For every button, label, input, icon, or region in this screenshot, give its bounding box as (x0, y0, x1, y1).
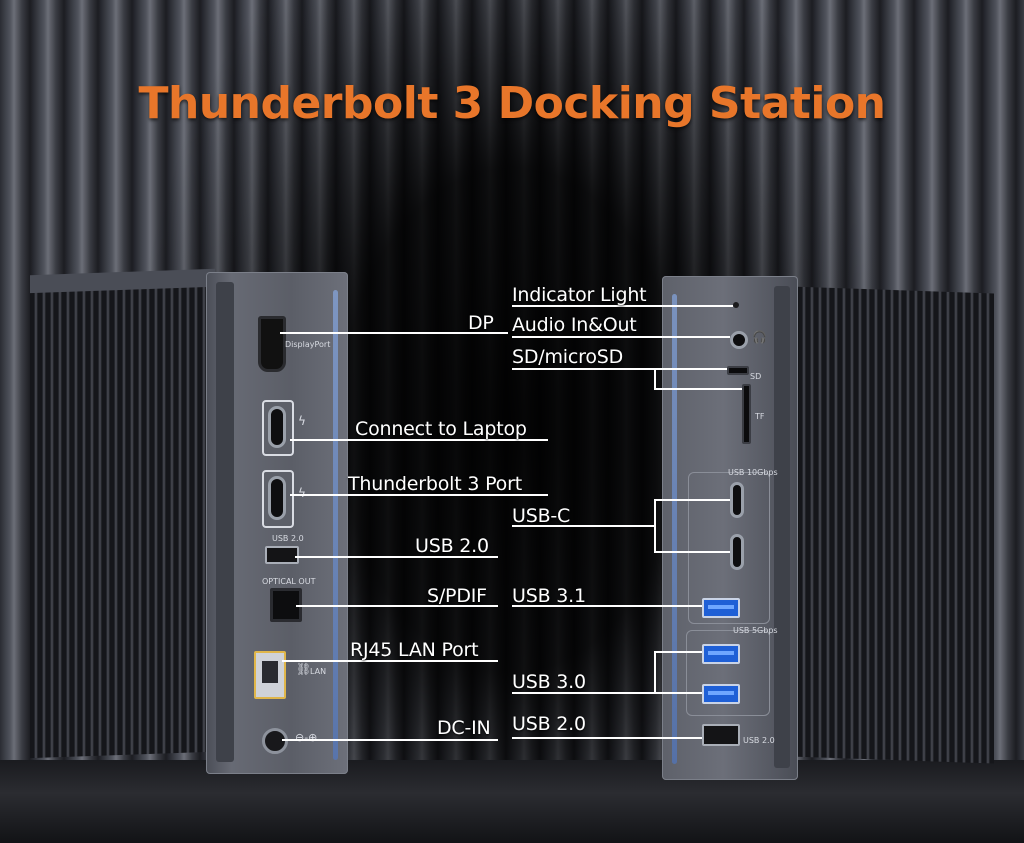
usbc-bracket (654, 499, 730, 553)
reflective-floor (0, 760, 1024, 843)
sd-line-b (654, 369, 742, 390)
usb20-port-right (702, 724, 740, 746)
usb31-port (702, 598, 740, 618)
tf-slot-text: TF (755, 412, 765, 421)
label-usb30: USB 3.0 (512, 671, 586, 693)
right-unit-front-panel (662, 276, 798, 780)
panel-light-strip (333, 290, 338, 760)
usbc-port-2 (730, 534, 744, 570)
usb30-bracket (654, 651, 702, 694)
label-rj45: RJ45 LAN Port (350, 639, 479, 661)
microsd-card-slot (742, 384, 751, 444)
label-dp: DP (468, 312, 494, 334)
displayport-port (258, 316, 286, 372)
usb2-port-left (265, 546, 299, 564)
label-spdif: S/PDIF (427, 585, 487, 607)
usb10g-text: USB 10Gbps (728, 468, 778, 477)
usb10g-group (688, 472, 770, 624)
label-usb20-right: USB 2.0 (512, 713, 586, 735)
usb20-right-text: USB 2.0 (743, 736, 775, 745)
label-sd: SD/microSD (512, 346, 624, 368)
usb2-port-text: USB 2.0 (272, 534, 304, 543)
panel-edge (774, 286, 790, 768)
lan-port-text: LAN (310, 667, 327, 676)
displayport-port-text: DisplayPort (285, 340, 331, 349)
label-usb2-left: USB 2.0 (415, 535, 489, 557)
usbc-port-1 (730, 482, 744, 518)
connect-laptop-usbc-port (268, 406, 286, 448)
usb30-port-1 (702, 644, 740, 664)
label-connect-laptop: Connect to Laptop (355, 418, 527, 440)
label-usbc: USB-C (512, 505, 571, 527)
thunderbolt-icon: ϟ (298, 486, 306, 500)
network-icon: ⛓ (296, 662, 312, 676)
tb3-usbc-port (268, 476, 286, 520)
label-indicator-light: Indicator Light (512, 284, 647, 306)
label-thunderbolt3-port: Thunderbolt 3 Port (348, 473, 522, 495)
usb30-port-2 (702, 684, 740, 704)
label-dcin: DC-IN (437, 717, 491, 739)
panel-edge (216, 282, 234, 762)
usb5g-text: USB 5Gbps (733, 626, 778, 635)
optical-port-text: OPTICAL OUT (262, 577, 316, 586)
label-usb31: USB 3.1 (512, 585, 586, 607)
sd-card-slot (727, 366, 749, 375)
thunderbolt-icon: ϟ (298, 414, 306, 428)
panel-light-strip (672, 294, 677, 764)
page-title: Thunderbolt 3 Docking Station (138, 78, 886, 129)
label-audio: Audio In&Out (512, 314, 637, 336)
headphone-icon: 🎧 (752, 330, 767, 344)
rj45-port (254, 651, 286, 699)
sd-slot-text: SD (750, 372, 762, 381)
audio-jack (730, 331, 748, 349)
indicator-light (733, 302, 739, 308)
usb5g-group (686, 630, 770, 716)
